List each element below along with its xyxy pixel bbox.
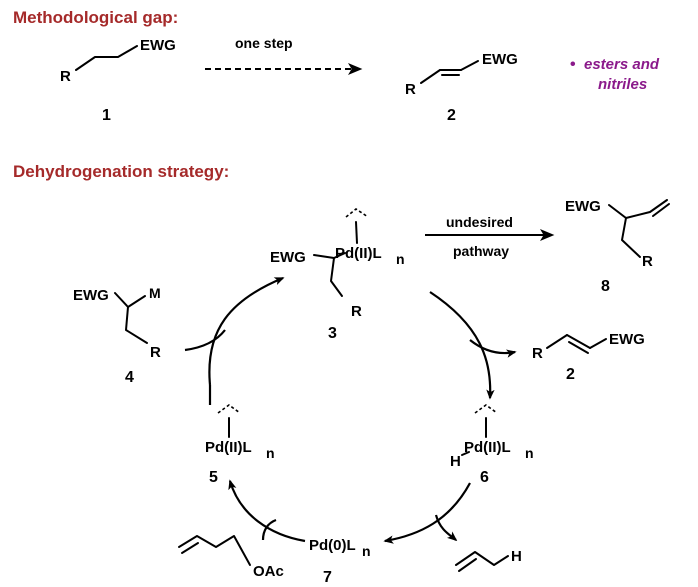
svg-text:EWG: EWG <box>482 51 518 68</box>
svg-text:H: H <box>511 548 522 565</box>
compound-label-3: 3 <box>328 325 337 342</box>
compound-label-5: 5 <box>209 469 218 486</box>
svg-text:EWG: EWG <box>270 249 306 266</box>
svg-text:Pd(II)L: Pd(II)L <box>205 439 252 456</box>
svg-text:EWG: EWG <box>609 331 645 348</box>
svg-text:•: • <box>570 56 576 73</box>
svg-text:one step: one step <box>235 35 293 51</box>
compound-label-2-top: 2 <box>447 107 456 124</box>
one-step-arrow: one step <box>205 35 363 75</box>
compound-label-2-cycle: 2 <box>566 366 575 383</box>
svg-text:undesired: undesired <box>446 214 513 230</box>
compound-1: R EWG 1 <box>60 37 176 124</box>
compound-label-6: 6 <box>480 469 489 486</box>
compound-7: Pd(0)L n 7 <box>309 537 371 586</box>
svg-text:R: R <box>351 303 362 320</box>
svg-text:pathway: pathway <box>453 243 509 259</box>
svg-text:nitriles: nitriles <box>598 76 647 93</box>
svg-text:esters and: esters and <box>584 56 660 73</box>
catalytic-cycle-arrows <box>184 276 517 544</box>
compound-8: EWG R 8 <box>565 198 670 295</box>
heading-methodological-gap: Methodological gap: <box>13 8 179 27</box>
svg-text:R: R <box>405 81 416 98</box>
allyl-acetate: OAc <box>178 535 284 580</box>
svg-text:n: n <box>266 445 275 461</box>
compound-2-cycle: R EWG 2 <box>532 331 645 383</box>
compound-label-4: 4 <box>125 369 134 386</box>
svg-text:n: n <box>362 543 371 559</box>
svg-text:Pd(II)L: Pd(II)L <box>335 245 382 262</box>
compound-label-7: 7 <box>323 569 332 586</box>
svg-text:n: n <box>396 251 405 267</box>
compound-6: Pd(II)L n H 6 <box>450 404 534 486</box>
svg-text:n: n <box>525 445 534 461</box>
svg-text:EWG: EWG <box>140 37 176 54</box>
svg-text:OAc: OAc <box>253 563 284 580</box>
compound-3: Pd(II)L n EWG R 3 <box>270 208 405 342</box>
svg-text:EWG: EWG <box>565 198 601 215</box>
svg-text:R: R <box>642 253 653 270</box>
compound-label-1: 1 <box>102 107 111 124</box>
svg-text:R: R <box>150 344 161 361</box>
propene: H <box>455 548 522 572</box>
svg-text:EWG: EWG <box>73 287 109 304</box>
compound-2-top: R EWG 2 <box>405 51 518 124</box>
compound-label-8: 8 <box>601 278 610 295</box>
svg-text:H: H <box>450 453 461 470</box>
svg-text:M: M <box>149 285 161 301</box>
svg-text:Pd(0)L: Pd(0)L <box>309 537 356 554</box>
svg-text:R: R <box>532 345 543 362</box>
heading-dehydrogenation-strategy: Dehydrogenation strategy: <box>13 162 230 181</box>
substrate-note: • esters and nitriles <box>570 56 660 93</box>
svg-text:R: R <box>60 68 71 85</box>
svg-text:Pd(II)L: Pd(II)L <box>464 439 511 456</box>
compound-4: EWG M R 4 <box>73 285 161 386</box>
compound-5: Pd(II)L n 5 <box>205 404 275 486</box>
undesired-pathway-arrow: undesired pathway <box>425 214 555 259</box>
